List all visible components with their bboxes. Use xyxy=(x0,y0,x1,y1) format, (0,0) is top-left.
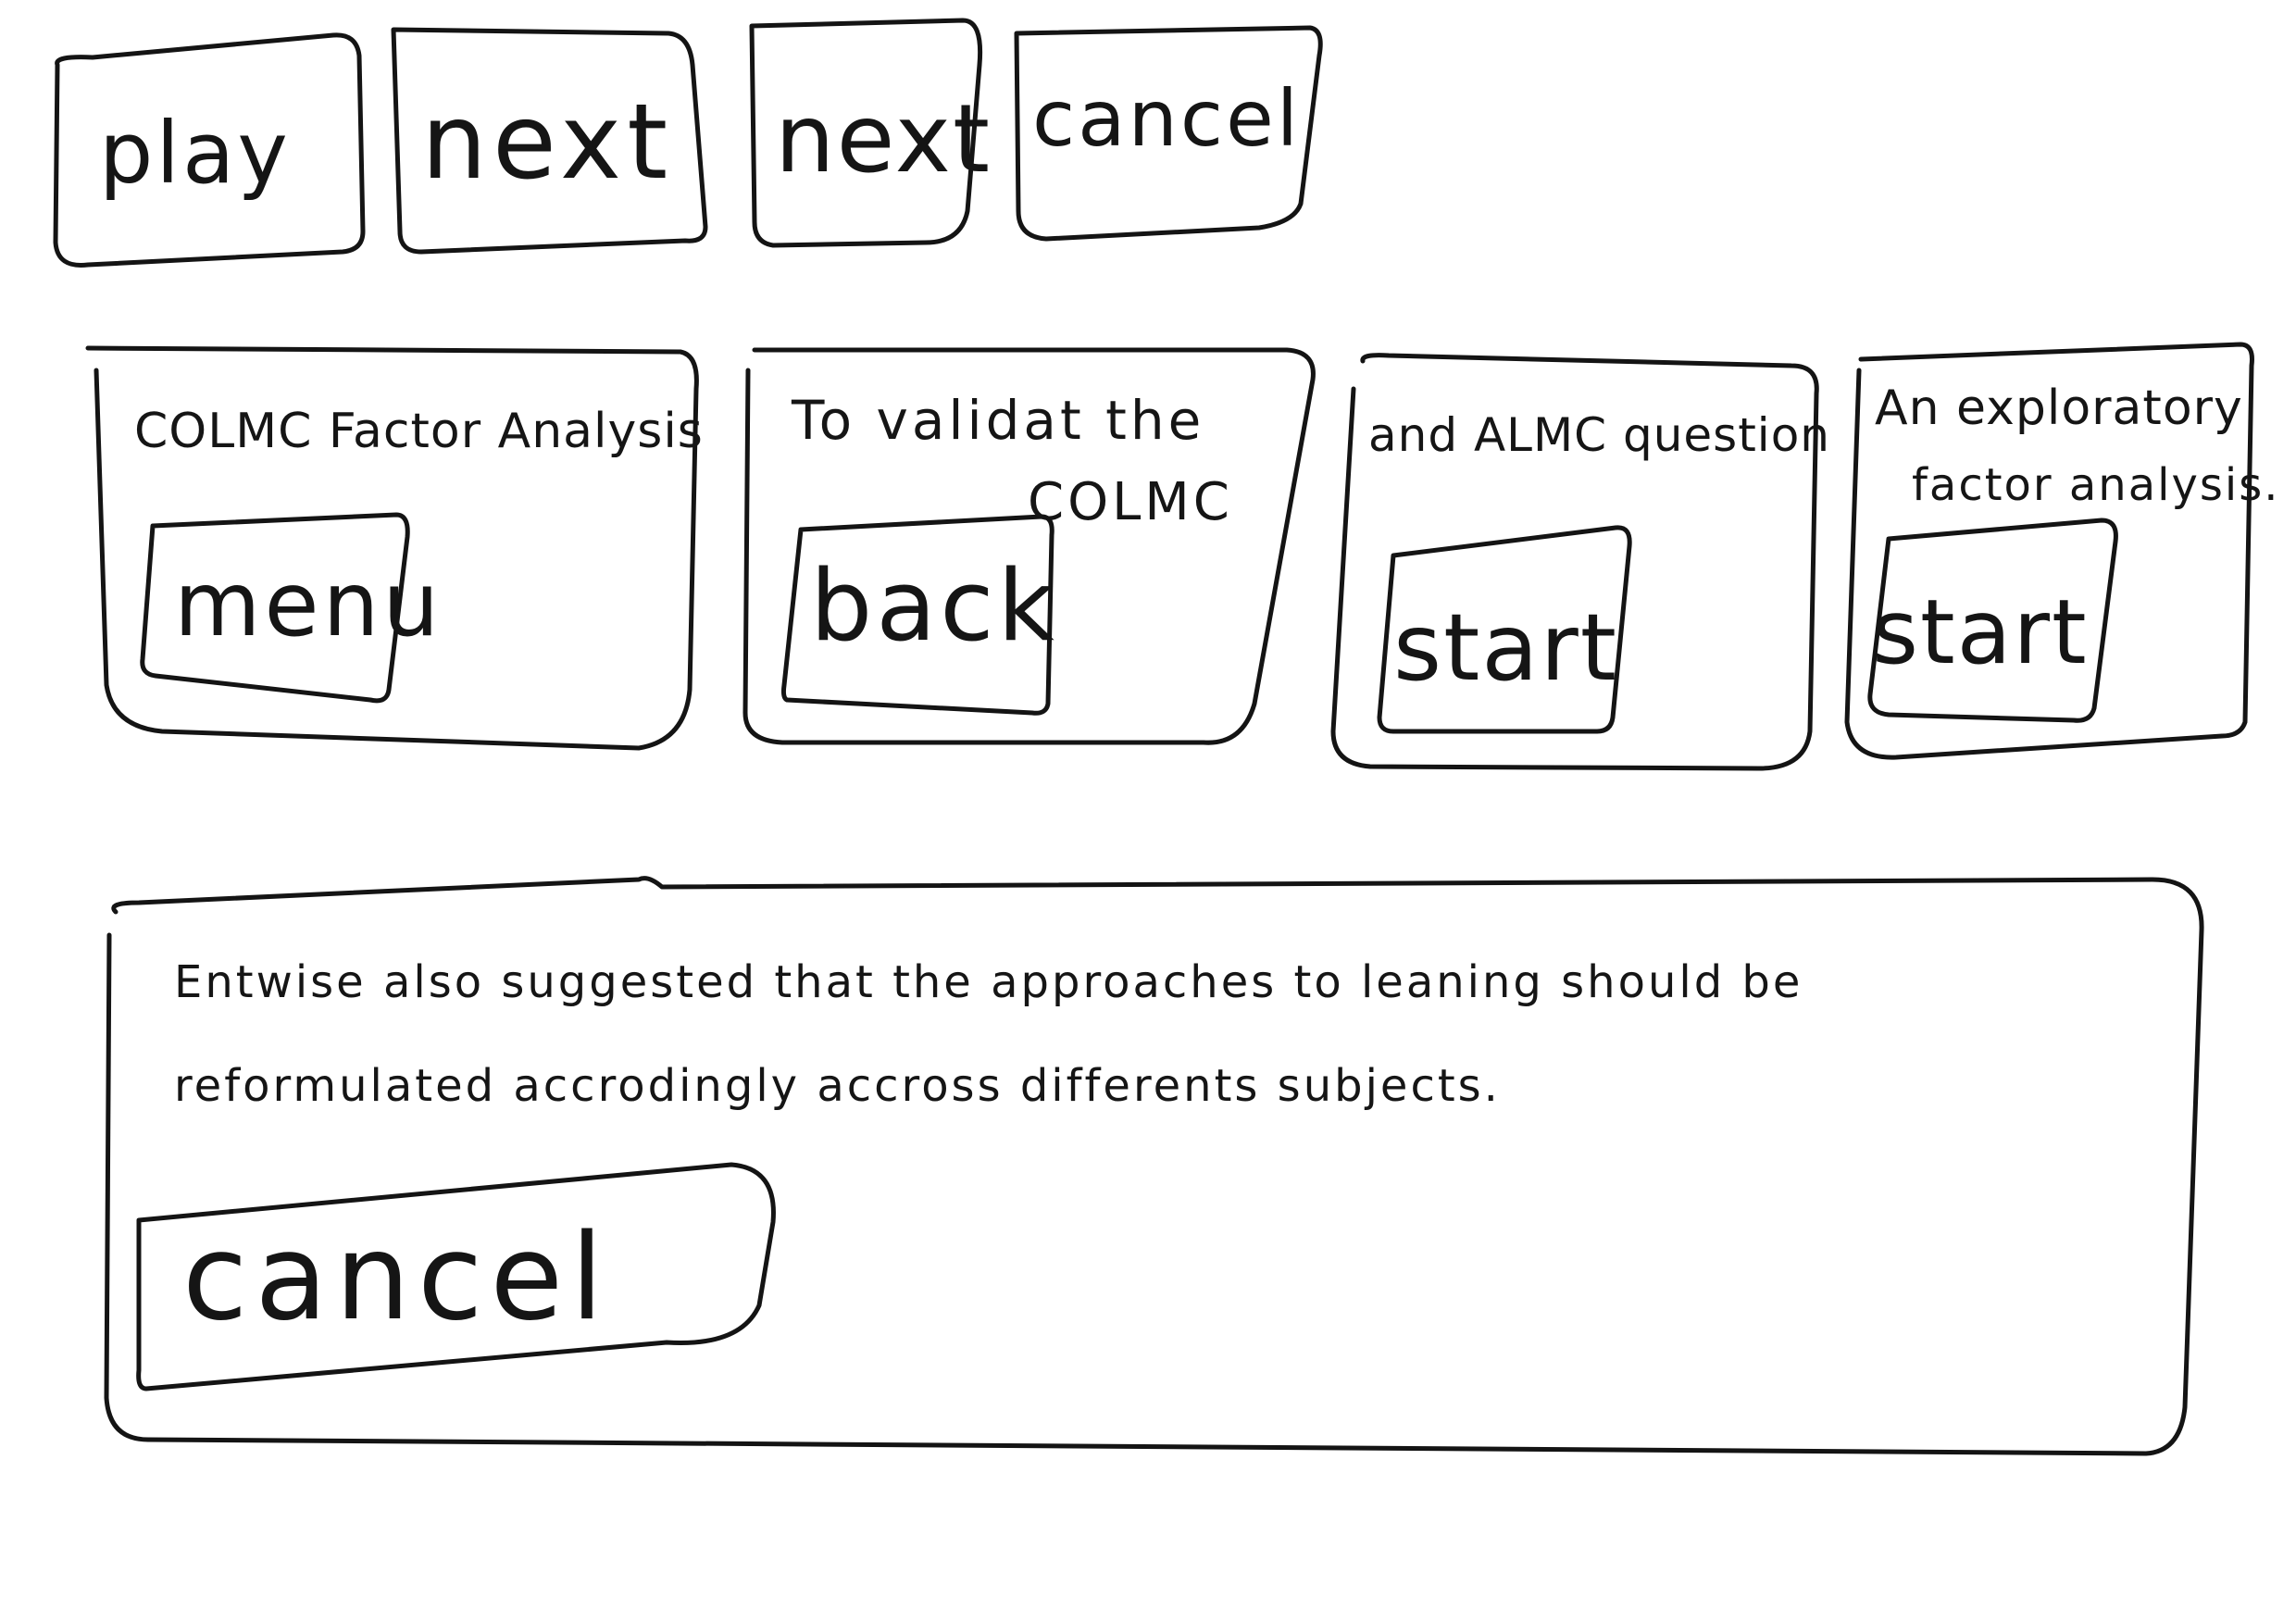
card-3-outline xyxy=(1330,353,1819,771)
start-button-1[interactable]: start xyxy=(1384,532,1627,731)
menu-button[interactable]: menu xyxy=(146,518,439,699)
dialog-cancel-outline xyxy=(136,1162,776,1391)
start-button-2-label: start xyxy=(1872,580,2089,684)
card-2-outline xyxy=(742,347,1316,745)
cancel-button-outline xyxy=(1014,25,1323,242)
dialog-cancel-button-label: cancel xyxy=(182,1209,611,1347)
start-button-2[interactable]: start xyxy=(1872,523,2115,717)
play-button-label: play xyxy=(99,104,291,203)
next-button-1-outline xyxy=(391,27,708,255)
card-1-text: COLMC Factor Analysis xyxy=(134,404,704,459)
card-4-text-line-1: An exploratory xyxy=(1875,381,2243,436)
back-button[interactable]: back xyxy=(787,520,1054,713)
card-2-text-line-1: To validat the xyxy=(792,389,1205,452)
play-button-outline xyxy=(53,32,366,268)
dialog-outline xyxy=(104,876,2204,1456)
card-2-back-outline xyxy=(780,514,1054,716)
next-button-1-label: next xyxy=(421,82,674,203)
next-button-2[interactable]: next xyxy=(755,28,990,243)
next-button-1[interactable]: next xyxy=(398,35,699,248)
menu-button-label: menu xyxy=(174,553,443,656)
cancel-button-label: cancel xyxy=(1032,73,1302,164)
card-1-menu-outline xyxy=(140,512,410,704)
next-button-2-label: next xyxy=(775,84,992,194)
dialog-cancel-button[interactable]: cancel xyxy=(141,1168,770,1381)
card-3-start-outline xyxy=(1377,525,1632,734)
card-3-text: and ALMC question xyxy=(1368,408,1830,462)
back-button-label: back xyxy=(810,549,1058,663)
card-1-outline xyxy=(85,345,699,751)
card-2-text-line-2: COLMC xyxy=(1028,472,1233,532)
dialog-text: Entwise also suggested that the approach… xyxy=(174,956,1803,1112)
start-button-1-label: start xyxy=(1393,593,1618,702)
cancel-button[interactable]: cancel xyxy=(1018,33,1319,237)
card-4-text-line-2: factor analysis. xyxy=(1912,459,2280,511)
card-4-start-outline xyxy=(1867,518,2118,723)
card-4-outline xyxy=(1844,342,2254,760)
next-button-2-outline xyxy=(749,18,983,248)
play-button[interactable]: play xyxy=(57,46,361,259)
